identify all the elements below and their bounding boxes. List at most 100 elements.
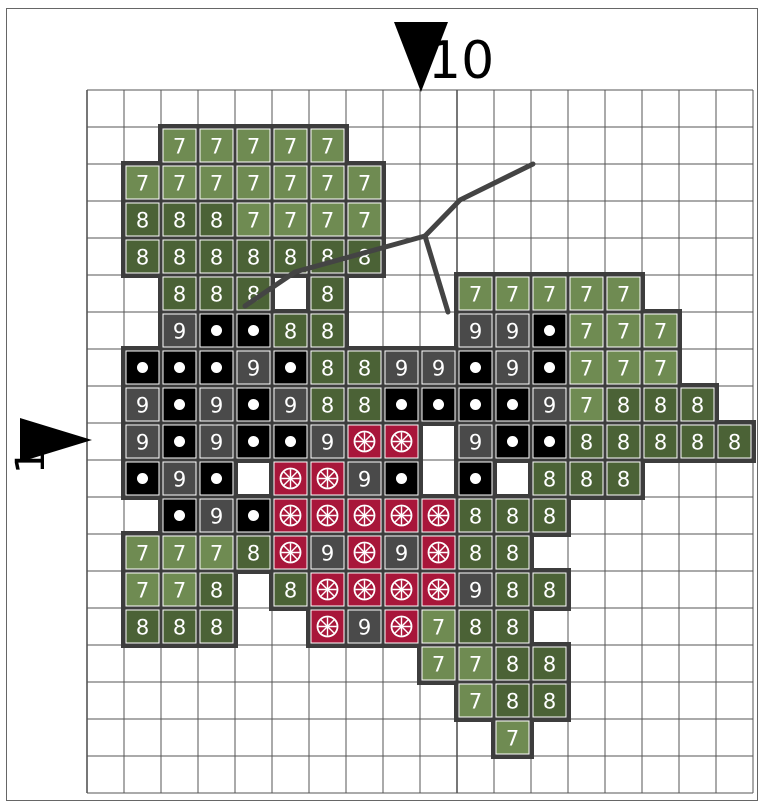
stitch-cell-grey: 9 [496,351,529,384]
symbol-8: 8 [543,468,556,492]
stitch-cell-light-green: 7 [570,388,603,421]
stitch-cell-dark-green: 8 [237,536,270,569]
stitch-cell-black [459,462,492,495]
stitch-cell-light-green: 7 [200,536,233,569]
symbol-8: 8 [173,616,186,640]
symbol-8: 8 [506,542,519,566]
stitch-cell-dark-green: 8 [311,277,344,310]
symbol-9: 9 [395,357,408,381]
stitch-cell-dark-green: 8 [496,684,529,717]
stitch-cell-dark-green: 8 [126,203,159,236]
stitch-cell-light-green: 7 [570,314,603,347]
wheel-symbol [429,506,449,526]
stitch-cell-dark-green: 8 [459,610,492,643]
stitch-cell-red [274,536,307,569]
symbol-9: 9 [210,394,223,418]
stitch-cell-grey: 9 [311,536,344,569]
symbol-8: 8 [173,246,186,270]
stitch-cell-light-green: 7 [311,166,344,199]
symbol-8: 8 [247,246,260,270]
stitch-cell-light-green: 7 [644,351,677,384]
stem-line [425,164,533,236]
symbol-7: 7 [469,690,482,714]
symbol-7: 7 [506,727,519,751]
wheel-symbol [318,617,338,637]
symbol-9: 9 [247,357,260,381]
symbol-8: 8 [136,616,149,640]
dot-symbol [211,325,222,336]
stitch-cell-dark-green: 8 [533,462,566,495]
symbol-7: 7 [173,542,186,566]
stitch-cell-black [163,351,196,384]
symbol-7: 7 [284,172,297,196]
stitch-cell-dark-green: 8 [496,610,529,643]
symbol-8: 8 [543,690,556,714]
dot-symbol [248,399,259,410]
stitch-cell-grey: 9 [459,314,492,347]
stitch-cell-dark-green: 8 [459,499,492,532]
symbol-9: 9 [210,505,223,529]
dot-symbol [433,399,444,410]
symbol-7: 7 [432,616,445,640]
symbol-8: 8 [617,468,630,492]
symbol-9: 9 [395,542,408,566]
stitch-cell-dark-green: 8 [311,351,344,384]
symbol-9: 9 [136,431,149,455]
stitch-cell-dark-green: 8 [163,203,196,236]
symbol-7: 7 [210,135,223,159]
symbol-7: 7 [617,357,630,381]
stitch-cell-red [311,499,344,532]
wheel-symbol [318,580,338,600]
stitch-cell-black [200,314,233,347]
stitch-cell-black [163,388,196,421]
stitch-cell-grey: 9 [459,573,492,606]
stitch-cell-light-green: 7 [533,277,566,310]
stitch-cell-grey: 9 [237,351,270,384]
dot-symbol [174,510,185,521]
stitch-cell-light-green: 7 [126,166,159,199]
top-center-marker: 10 [394,22,494,92]
symbol-9: 9 [358,616,371,640]
stitch-cell-dark-green: 8 [311,314,344,347]
symbol-8: 8 [284,579,297,603]
symbol-9: 9 [321,542,334,566]
symbol-8: 8 [173,209,186,233]
symbol-8: 8 [321,283,334,307]
symbol-8: 8 [543,505,556,529]
symbol-8: 8 [469,616,482,640]
stitch-cell-light-green: 7 [607,277,640,310]
symbol-7: 7 [617,320,630,344]
symbol-7: 7 [247,209,260,233]
stitch-cell-dark-green: 8 [163,610,196,643]
stitch-cell-light-green: 7 [200,166,233,199]
stitch-cell-dark-green: 8 [348,351,381,384]
stitch-cell-grey: 9 [126,425,159,458]
stitch-cell-grey: 9 [459,425,492,458]
wheel-symbol [429,543,449,563]
symbol-8: 8 [728,431,741,455]
dot-symbol [507,436,518,447]
wheel-symbol [429,580,449,600]
symbol-7: 7 [173,579,186,603]
stitch-cell-light-green: 7 [422,610,455,643]
stitch-cell-dark-green: 8 [496,573,529,606]
stitch-cell-dark-green: 8 [496,499,529,532]
stitch-cell-dark-green: 8 [533,684,566,717]
symbol-9: 9 [432,357,445,381]
symbol-8: 8 [580,468,593,492]
symbol-8: 8 [210,246,223,270]
stitch-cell-black [163,425,196,458]
symbol-7: 7 [210,172,223,196]
symbol-9: 9 [173,320,186,344]
symbol-8: 8 [506,690,519,714]
stitch-cell-light-green: 7 [422,647,455,680]
symbol-9: 9 [284,394,297,418]
symbol-7: 7 [469,653,482,677]
stitch-cell-grey: 9 [311,425,344,458]
stitch-cell-dark-green: 8 [718,425,751,458]
stitch-cell-dark-green: 8 [496,536,529,569]
symbol-8: 8 [136,246,149,270]
symbol-7: 7 [136,172,149,196]
stitch-cell-dark-green: 8 [200,240,233,273]
